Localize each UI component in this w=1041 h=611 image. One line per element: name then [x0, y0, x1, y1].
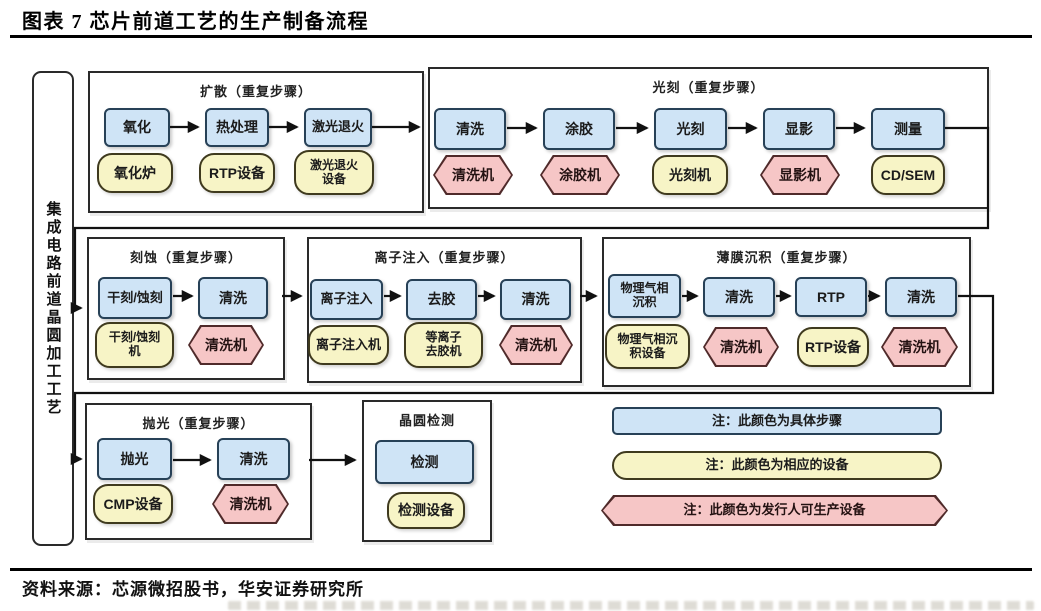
step-clean: 清洗	[198, 277, 268, 319]
legend-step-note: 注：此颜色为具体步骤	[612, 407, 942, 435]
section-title: 光刻（重复步骤）	[652, 80, 765, 95]
process-side-label-box: 集成电路前道晶圆加工工艺	[32, 71, 74, 546]
section-title: 刻蚀（重复步骤）	[129, 250, 242, 265]
step-strip: 去胶	[406, 279, 477, 320]
step-pvd: 物理气相 沉积	[608, 274, 681, 318]
equipment-cmp-tool: CMP设备	[93, 484, 173, 524]
legend-equipment-note: 注：此颜色为相应的设备	[612, 451, 942, 480]
equipment-laser-anneal-tool: 激光退火 设备	[294, 150, 374, 195]
issuer-equipment-coater-hexagon: 涂胶机	[540, 155, 620, 195]
step-inspect: 检测	[375, 440, 474, 484]
issuer-equipment-developer-hexagon: 显影机	[760, 155, 840, 195]
issuer-equipment-cleaner-hexagon: 清洗机	[212, 484, 289, 524]
legend-issuer-equipment-note: 注：此颜色为发行人可生产设备	[601, 495, 948, 526]
equipment-pvd-tool: 物理气相沉 积设备	[605, 324, 690, 369]
section-title: 抛光（重复步骤）	[142, 416, 255, 431]
equipment-plasma-stripper: 等离子 去胶机	[404, 322, 483, 368]
step-laser-anneal: 激光退火	[304, 108, 372, 147]
title-underline	[10, 35, 1032, 38]
issuer-equipment-cleaner-hexagon: 清洗机	[188, 325, 264, 365]
step-clean: 清洗	[703, 277, 775, 317]
section-title: 扩散（重复步骤）	[199, 84, 312, 99]
step-clean: 清洗	[217, 438, 290, 480]
step-rtp: RTP	[795, 277, 867, 317]
equipment-litho-tool: 光刻机	[652, 155, 728, 195]
issuer-equipment-cleaner-hexagon: 清洗机	[881, 327, 958, 367]
source-note: 资料来源：芯源微招股书，华安证券研究所	[22, 580, 364, 599]
equipment-rtp-tool: RTP设备	[797, 327, 869, 367]
equipment-etcher: 干刻/蚀刻 机	[95, 322, 174, 368]
section-title: 薄膜沉积（重复步骤）	[716, 250, 857, 265]
figure-title: 图表 7 芯片前道工艺的生产制备流程	[22, 11, 369, 33]
step-polish: 抛光	[97, 438, 172, 480]
equipment-inspection-tool: 检测设备	[387, 492, 465, 529]
issuer-equipment-cleaner-hexagon: 清洗机	[499, 325, 573, 365]
step-clean: 清洗	[500, 279, 571, 320]
step-develop: 显影	[763, 108, 835, 150]
step-ion-implant: 离子注入	[310, 279, 383, 320]
equipment-oxidation-furnace: 氧化炉	[97, 153, 173, 193]
step-measure: 测量	[871, 108, 945, 150]
section-title: 晶圆检测	[398, 413, 455, 428]
issuer-equipment-cleaner-hexagon: 清洗机	[703, 327, 779, 367]
step-litho-expose: 光刻	[654, 108, 727, 150]
section-title: 离子注入（重复步骤）	[374, 250, 515, 265]
source-divider	[10, 568, 1032, 571]
process-side-label: 集成电路前道晶圆加工工艺	[44, 200, 62, 417]
step-heat-treatment: 热处理	[205, 108, 269, 147]
issuer-equipment-cleaner-hexagon: 清洗机	[433, 155, 513, 195]
cutoff-text-artifact	[228, 601, 1034, 610]
step-clean: 清洗	[434, 108, 506, 150]
step-clean: 清洗	[885, 277, 957, 317]
step-dry-etch: 干刻/蚀刻	[98, 277, 172, 319]
equipment-cd-sem: CD/SEM	[871, 155, 945, 195]
equipment-implanter: 离子注入机	[308, 325, 389, 365]
step-coat: 涂胶	[543, 108, 615, 150]
step-oxidation: 氧化	[104, 108, 170, 147]
equipment-rtp-tool: RTP设备	[199, 153, 275, 193]
